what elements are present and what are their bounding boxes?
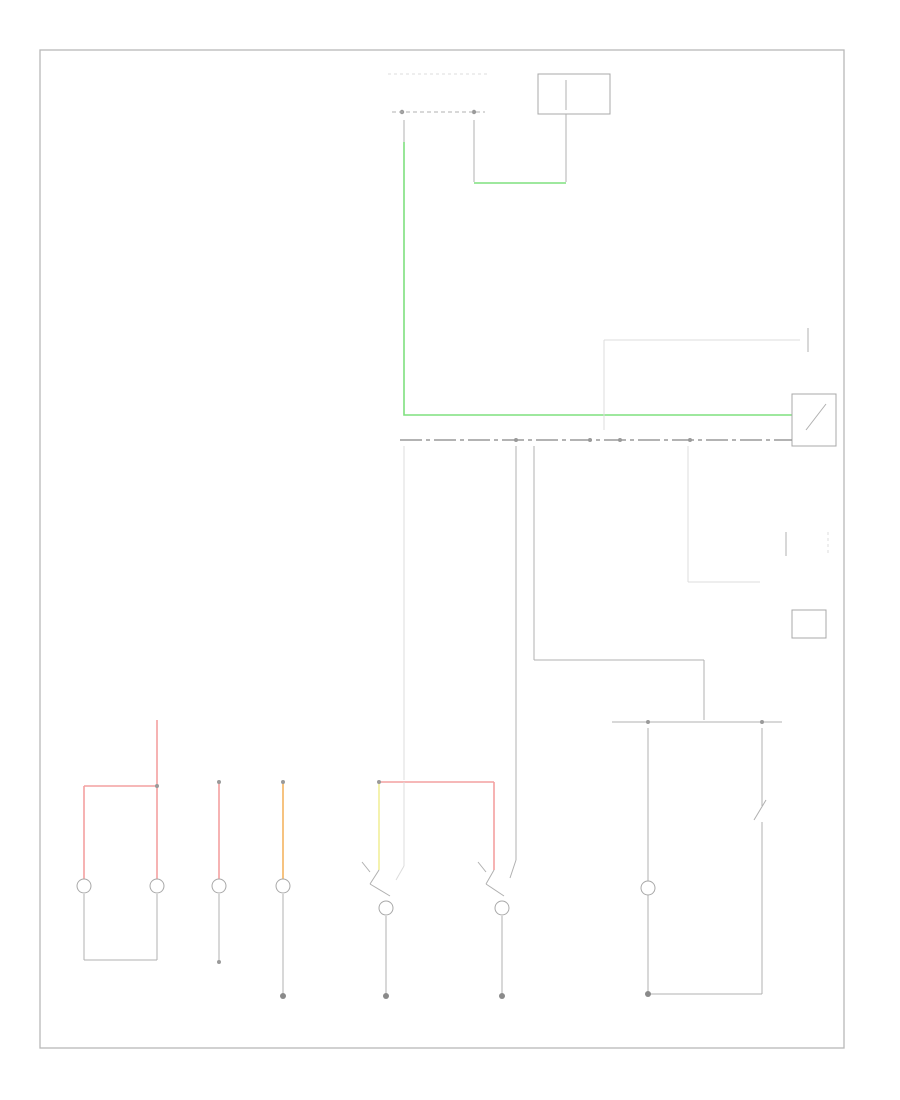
bulb-icon [76, 878, 92, 894]
fuse-icon [537, 73, 611, 115]
diagram-border [39, 49, 845, 1049]
switch-icon [753, 799, 767, 821]
bulb-icon [275, 878, 291, 894]
main-bus [400, 438, 792, 860]
right-lower-group [612, 720, 782, 997]
ground-icon [383, 993, 389, 999]
connector-pin-icon [471, 109, 477, 115]
top-junction-group [388, 73, 611, 184]
bulb-icon [640, 880, 656, 896]
bulb-icon [149, 878, 165, 894]
power-feed-wire [403, 142, 792, 416]
ground-icon [280, 993, 286, 999]
bulb-icon [378, 900, 394, 916]
right-control-group [785, 532, 829, 639]
bulb-icon [494, 900, 510, 916]
bulb-icon [211, 878, 227, 894]
switch-icon [791, 393, 837, 447]
ground-icon [645, 991, 651, 997]
switch-contact-icon [805, 403, 827, 431]
right-upper-group [603, 328, 837, 447]
ground-icon [499, 993, 505, 999]
module-icon [791, 609, 827, 639]
lamp-section [76, 720, 517, 999]
